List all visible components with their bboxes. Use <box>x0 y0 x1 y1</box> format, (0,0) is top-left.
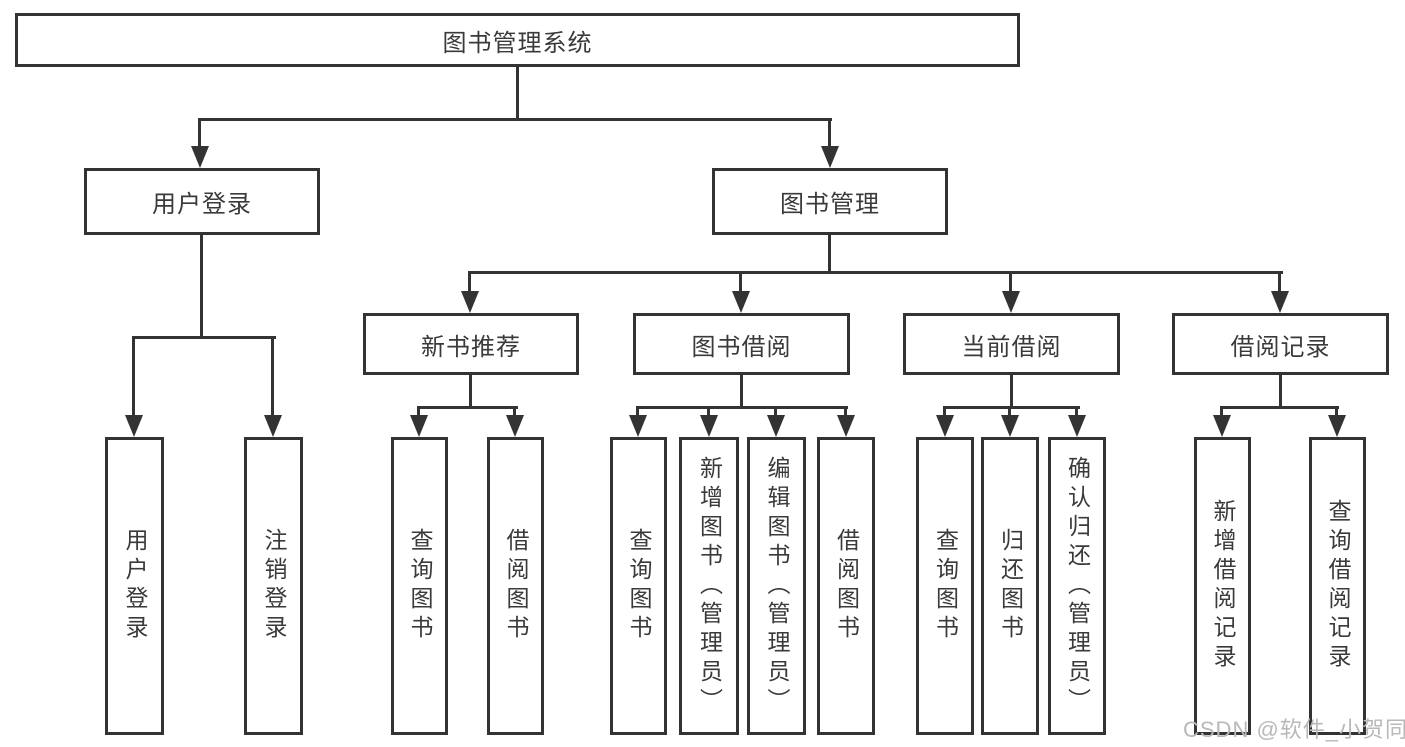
arrow-down-icon <box>1271 271 1289 313</box>
node-root: 图书管理系统 <box>15 13 1020 67</box>
leaf-cb-query-books-label: 查询图书 <box>932 528 959 644</box>
node-current-borrow: 当前借阅 <box>903 313 1120 375</box>
connector-current-borrow-rail <box>943 406 1080 409</box>
arrow-down-icon <box>191 118 209 168</box>
node-book-mgmt-label: 图书管理 <box>780 191 880 218</box>
arrow-down-icon <box>1002 271 1020 313</box>
leaf-logout-label: 注销登录 <box>261 528 287 644</box>
arrow-down-icon <box>1068 406 1086 437</box>
leaf-bb-query-books: 查询图书 <box>610 437 667 735</box>
leaf-user-login: 用户登录 <box>105 437 164 735</box>
leaf-bb-borrow-books-label: 借阅图书 <box>833 528 860 644</box>
leaf-br-query-record: 查询借阅记录 <box>1309 437 1366 735</box>
connector-book-borrow-rail <box>637 406 848 409</box>
connector-user-login-rail <box>133 336 276 339</box>
leaf-user-login-label: 用户登录 <box>122 528 148 644</box>
leaf-cb-return-books-label: 归还图书 <box>997 528 1024 644</box>
leaf-nb-query-books-label: 查询图书 <box>407 528 433 644</box>
leaf-logout: 注销登录 <box>244 437 303 735</box>
arrow-down-icon <box>506 406 524 437</box>
connector-borrow-records-rail <box>1221 406 1339 409</box>
leaf-nb-borrow-books: 借阅图书 <box>487 437 544 735</box>
arrow-down-icon <box>1001 406 1019 437</box>
connector-level2-rail <box>469 271 1283 274</box>
arrow-down-icon <box>629 406 647 437</box>
arrow-down-icon <box>1213 406 1231 437</box>
arrow-down-icon <box>125 336 143 437</box>
leaf-bb-add-books-admin: 新增图书（管理员） <box>679 437 739 735</box>
node-borrow-records: 借阅记录 <box>1172 313 1389 375</box>
leaf-bb-borrow-books: 借阅图书 <box>817 437 875 735</box>
leaf-cb-return-books: 归还图书 <box>981 437 1039 735</box>
arrow-down-icon <box>821 118 839 168</box>
node-new-books: 新书推荐 <box>363 313 579 375</box>
connector-new-books-stem <box>469 374 472 409</box>
arrow-down-icon <box>1328 406 1346 437</box>
leaf-bb-edit-books-admin: 编辑图书（管理员） <box>747 437 806 735</box>
arrow-down-icon <box>410 406 428 437</box>
leaf-bb-query-books-label: 查询图书 <box>626 528 652 644</box>
arrow-down-icon <box>264 336 282 437</box>
node-user-login-label: 用户登录 <box>152 191 252 218</box>
connector-level1-rail <box>199 118 832 121</box>
node-root-label: 图书管理系统 <box>442 29 593 57</box>
node-current-borrow-label: 当前借阅 <box>961 333 1062 361</box>
leaf-bb-edit-books-admin-label: 编辑图书（管理员） <box>764 455 790 717</box>
connector-user-login-stem <box>200 234 203 338</box>
leaf-br-query-record-label: 查询借阅记录 <box>1325 499 1351 673</box>
connector-book-borrow-stem <box>740 374 743 409</box>
leaf-br-add-record: 新增借阅记录 <box>1194 437 1251 735</box>
connector-new-books-rail <box>418 406 518 409</box>
arrow-down-icon <box>767 406 785 437</box>
node-new-books-label: 新书推荐 <box>421 333 521 361</box>
leaf-br-add-record-label: 新增借阅记录 <box>1210 499 1236 673</box>
leaf-bb-add-books-admin-label: 新增图书（管理员） <box>696 455 723 717</box>
arrow-down-icon <box>936 406 954 437</box>
node-book-borrow-label: 图书借阅 <box>691 333 792 361</box>
arrow-down-icon <box>732 271 750 313</box>
connector-borrow-records-stem <box>1279 374 1282 409</box>
leaf-cb-confirm-return-admin-label: 确认归还（管理员） <box>1064 455 1091 717</box>
node-borrow-records-label: 借阅记录 <box>1230 333 1331 361</box>
connector-book-mgmt-stem <box>828 234 831 274</box>
arrow-down-icon <box>461 271 479 313</box>
leaf-nb-borrow-books-label: 借阅图书 <box>503 528 529 644</box>
connector-current-borrow-stem <box>1010 374 1013 409</box>
connector-root-stem <box>516 66 519 121</box>
node-user-login: 用户登录 <box>84 168 320 235</box>
arrow-down-icon <box>837 406 855 437</box>
node-book-mgmt: 图书管理 <box>712 168 948 235</box>
arrow-down-icon <box>700 406 718 437</box>
node-book-borrow: 图书借阅 <box>633 313 850 375</box>
leaf-cb-query-books: 查询图书 <box>916 437 974 735</box>
leaf-nb-query-books: 查询图书 <box>391 437 448 735</box>
watermark: CSDN @软件_小贺同学 <box>1183 717 1405 742</box>
leaf-cb-confirm-return-admin: 确认归还（管理员） <box>1048 437 1106 735</box>
